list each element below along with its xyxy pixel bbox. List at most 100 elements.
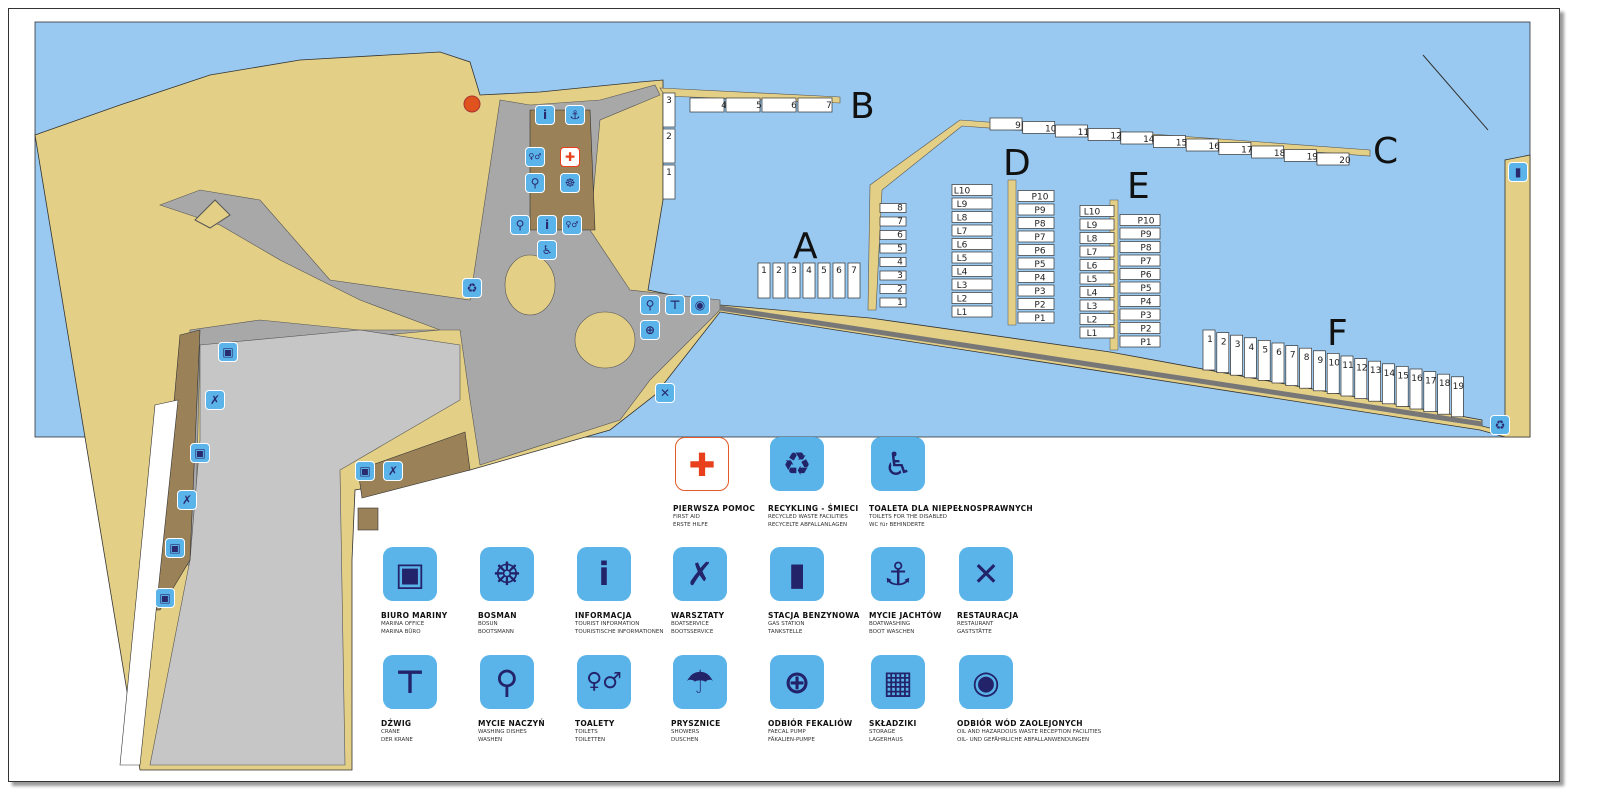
legend-sub2: TANKSTELLE <box>768 629 803 635</box>
berth-F-2 <box>1216 332 1230 373</box>
slip-A-8-number: 8 <box>897 204 903 214</box>
berth-D-L5 <box>951 251 993 264</box>
berth-A-6-number: 6 <box>836 266 842 276</box>
map-marina-office-icon[interactable]: ▣ <box>190 443 210 463</box>
recycling-icon: ♻ <box>770 437 824 491</box>
map-marina-office-icon[interactable]: ▣ <box>165 538 185 558</box>
berth-E-L4 <box>1079 286 1115 298</box>
map-boat-washing-icon[interactable]: ⚓ <box>565 105 585 125</box>
berth-F-3-number: 3 <box>1235 340 1241 350</box>
map-oil-waste-icon[interactable]: ◉ <box>690 295 710 315</box>
gas-station-icon: ▮ <box>770 547 824 601</box>
workshop-icon: ✗ <box>673 547 727 601</box>
map-faecal-pump-icon[interactable]: ⊕ <box>640 320 660 340</box>
berth-A-7-number: 7 <box>851 266 857 276</box>
berth-A-3-number: 3 <box>791 266 797 276</box>
berth-F-6-number: 6 <box>1276 348 1282 358</box>
map-dish-washing-icon[interactable]: ⚲ <box>525 173 545 193</box>
legend-sub2: GASTSTÄTTE <box>957 629 992 635</box>
berth-D-L4 <box>951 265 993 277</box>
map-workshop-icon[interactable]: ✗ <box>383 461 403 481</box>
legend-sub1: BOATSERVICE <box>671 621 709 627</box>
map-information-icon[interactable]: i <box>535 105 555 125</box>
legend-sub2: RECYCELTE ABFALLANLAGEN <box>768 522 848 528</box>
berth-E-P9-number: P9 <box>1140 230 1151 240</box>
berth-E-L9-number: L9 <box>1087 221 1098 231</box>
map-crane-icon[interactable]: ⊤ <box>665 295 685 315</box>
showers-icon: ☂ <box>673 655 727 709</box>
berth-B-6-number: 6 <box>791 101 797 111</box>
map-toilets-icon[interactable]: ♀♂ <box>562 215 582 235</box>
map-wheelchair-icon[interactable]: ♿ <box>537 240 557 260</box>
legend-sub1: WASHING DISHES <box>478 729 527 735</box>
berth-D-L7-number: L7 <box>957 227 968 237</box>
berth-E-P3-number: P3 <box>1140 311 1151 321</box>
berth-C-9-number: 9 <box>1015 121 1021 131</box>
map-recycling-icon[interactable]: ♻ <box>462 278 482 298</box>
berth-F-12 <box>1354 358 1368 399</box>
legend-title: MYCIE NACZYŃ <box>478 719 545 728</box>
legend-title: DŹWIG <box>381 719 412 728</box>
berth-F-1 <box>1202 329 1216 371</box>
berth-B-2-number: 2 <box>666 132 672 142</box>
legend-sub1: TOURIST INFORMATION <box>575 621 640 627</box>
map-first-aid-icon[interactable]: ✚ <box>560 147 580 167</box>
berth-C-17 <box>1218 142 1252 155</box>
berth-F-13 <box>1368 360 1381 402</box>
legend-sub2: MARINA BÜRO <box>381 629 421 635</box>
berth-E-L10 <box>1079 205 1115 217</box>
berth-F-14 <box>1382 363 1395 405</box>
information-icon: i <box>577 547 631 601</box>
berth-F-13-number: 13 <box>1370 366 1381 376</box>
map-workshop-icon[interactable]: ✗ <box>177 490 197 510</box>
legend-sub1: BOATWASHING <box>869 621 911 627</box>
berth-D-L10 <box>951 184 993 196</box>
berth-A-6 <box>832 262 846 299</box>
map-gas-station-icon[interactable]: ▮ <box>1508 162 1528 182</box>
berth-E-L8-number: L8 <box>1087 235 1098 245</box>
map-marina-office-icon[interactable]: ▣ <box>218 342 238 362</box>
legend-title: TOALETY <box>575 719 615 728</box>
berth-B-5-number: 5 <box>756 101 762 111</box>
berth-E-P7-number: P7 <box>1140 257 1151 267</box>
map-information-icon[interactable]: i <box>537 215 557 235</box>
berth-D-P4 <box>1017 271 1055 283</box>
berth-E-L1 <box>1079 326 1115 339</box>
berth-E-P1 <box>1119 335 1161 348</box>
map-toilets-icon[interactable]: ♀♂ <box>525 147 545 167</box>
berth-D-L3 <box>951 278 993 291</box>
pier-label-D: D <box>1003 143 1031 184</box>
map-recycling-icon[interactable]: ♻ <box>1490 415 1510 435</box>
legend-sub2: TOURISTISCHE INFORMATIONEN <box>575 629 664 635</box>
berth-E-P2 <box>1119 322 1161 334</box>
map-marina-office-icon[interactable]: ▣ <box>355 461 375 481</box>
map-workshop-icon[interactable]: ✗ <box>205 390 225 410</box>
legend-sub1: FIRST AID <box>673 514 700 520</box>
main-building <box>529 109 596 231</box>
berth-D-L6-number: L6 <box>957 241 968 251</box>
berth-D-P10-number: P10 <box>1032 193 1049 203</box>
berth-B-3-number: 3 <box>666 96 672 106</box>
storage-icon: ▦ <box>871 655 925 709</box>
berth-E-L9 <box>1079 218 1115 231</box>
berth-F-5-number: 5 <box>1262 345 1268 355</box>
berth-F-17-number: 17 <box>1425 377 1436 387</box>
map-restaurant-icon[interactable]: ✕ <box>655 383 675 403</box>
wheelchair-icon: ♿ <box>871 437 925 491</box>
berth-E-L3 <box>1079 299 1115 312</box>
map-dish-washing-icon[interactable]: ⚲ <box>510 215 530 235</box>
berth-C-10-number: 10 <box>1045 125 1057 135</box>
berth-F-18-number: 18 <box>1439 379 1451 389</box>
map-bosun-icon[interactable]: ☸ <box>560 173 580 193</box>
berth-D-L3-number: L3 <box>957 281 968 291</box>
berth-B-7 <box>797 97 833 113</box>
map-marina-office-icon[interactable]: ▣ <box>155 588 175 608</box>
berth-F-9-number: 9 <box>1318 356 1324 366</box>
berth-C-18-number: 18 <box>1274 149 1286 159</box>
slip-A-4-number: 4 <box>897 258 903 268</box>
map-dish-washing-icon[interactable]: ⚲ <box>640 295 660 315</box>
